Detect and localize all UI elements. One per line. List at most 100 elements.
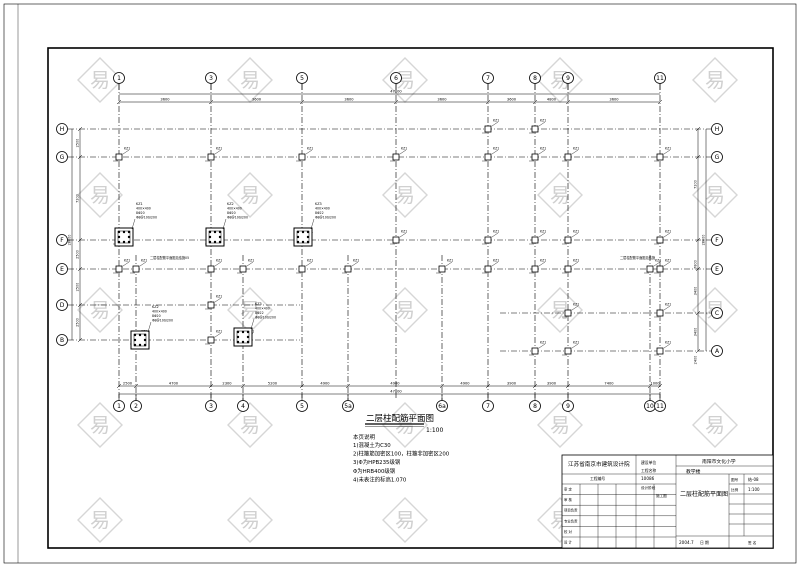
rebar-dot	[213, 230, 217, 234]
watermark-tile: 易	[227, 497, 273, 543]
section-outline	[205, 227, 225, 247]
rebar-dot	[133, 338, 137, 342]
tb-phase-label: 设计阶段	[641, 485, 656, 490]
axis-bubble-top: 1	[113, 72, 125, 84]
dim-tick	[77, 126, 83, 132]
axis-bubble-left: E	[56, 263, 68, 275]
rebar-dot	[306, 230, 310, 234]
column-square	[132, 265, 140, 273]
column-square	[298, 265, 306, 273]
column: KZ1	[562, 230, 579, 245]
dim-text-top: 4800	[547, 98, 557, 102]
column-label: KZ1	[540, 259, 546, 263]
dim-text-right: 3400	[694, 328, 698, 337]
watermark-diamond	[382, 287, 428, 333]
watermark-tile: 易	[692, 402, 738, 448]
watermark-tile: 易	[382, 497, 428, 543]
column-label: KZ1	[540, 230, 546, 234]
column: KZ1	[482, 147, 499, 162]
rebar-dot	[143, 343, 147, 347]
tb-row-label: 项目负责	[564, 508, 578, 513]
axis-bubble-bottom: 2	[130, 400, 142, 412]
bubble-label: 3	[209, 403, 213, 410]
column: KZ1	[482, 259, 499, 274]
dim-text-right: 2400	[694, 356, 698, 365]
tb-ratio-label: 比例	[731, 487, 739, 492]
axis-bubble-left: G	[56, 151, 68, 163]
column: KZ1	[562, 259, 579, 274]
axis-bubble-top: 9	[562, 72, 574, 84]
axis-bubble-bottom: 7	[482, 400, 494, 412]
axis-bubble-bottom: 4	[237, 400, 249, 412]
column-square	[564, 265, 572, 273]
column: KZ1	[529, 341, 546, 356]
watermark-text: 易	[90, 183, 110, 207]
watermark-tile: 易	[692, 57, 738, 103]
axis-bubble-bottom: 3	[205, 400, 217, 412]
section-main-bars: 8Φ20	[136, 211, 145, 215]
dim-text-left: 2500	[76, 250, 80, 259]
column-leader	[491, 261, 499, 267]
column: KZ1	[113, 259, 130, 274]
bubble-circle	[562, 72, 574, 84]
watermark-text: 易	[705, 68, 725, 92]
column-square	[207, 265, 215, 273]
outer-frame	[3, 3, 797, 564]
watermark-tile: 易	[382, 172, 428, 218]
watermark-diamond	[227, 172, 273, 218]
rebar-dot	[208, 230, 212, 234]
section-outline	[114, 227, 134, 247]
tb-sign-label: 签 名	[748, 540, 757, 545]
section-outline	[293, 227, 313, 247]
tb-row-label: 审 核	[564, 497, 572, 502]
axis-bubble-right: C	[711, 307, 723, 319]
watermark-diamond	[77, 172, 123, 218]
bubble-circle	[711, 307, 723, 319]
bubble-circle	[205, 72, 217, 84]
column-square	[115, 265, 123, 273]
axis-bubble-top: 6	[390, 72, 402, 84]
axis-bubble-bottom: 1	[113, 400, 125, 412]
watermark-diamond	[382, 172, 428, 218]
dim-tick	[116, 99, 122, 105]
dim-text-right: 7200	[694, 180, 698, 189]
rebar-dot	[127, 230, 131, 234]
section-name: KZ3	[255, 302, 262, 306]
axis-bubble-right: E	[711, 263, 723, 275]
rebar-dot	[133, 333, 137, 337]
watermark-diamond	[382, 497, 428, 543]
column: KZ1	[482, 230, 499, 245]
column: KZ1	[436, 259, 453, 274]
column-square	[484, 236, 492, 244]
section-name: KZ1	[136, 202, 143, 206]
rebar-dot	[236, 330, 240, 334]
column-label: KZ1	[573, 147, 579, 151]
rebar-dot	[236, 335, 240, 339]
title-and-notes: 二层柱配筋平面图 1:100 本页说明 1)混凝土为C302)柱箍筋加密区100…	[353, 413, 450, 483]
rebar-dot	[208, 240, 212, 244]
column-square	[298, 153, 306, 161]
column-square	[484, 125, 492, 133]
section-leader	[222, 218, 227, 230]
column-label: KZ1	[216, 330, 222, 334]
dim-text-top-total: 47000	[390, 90, 402, 94]
tb-project-label: 建设单位	[641, 460, 656, 465]
dim-tick	[299, 383, 305, 389]
tb-number-label: 工程编号	[590, 476, 605, 481]
rebar-dot	[143, 333, 147, 337]
watermark-tile: 易	[77, 497, 123, 543]
tb-phase: 施工图	[656, 493, 667, 498]
bubble-circle	[654, 72, 666, 84]
column-label: KZ1	[401, 230, 407, 234]
column-square	[564, 236, 572, 244]
dim-tick	[77, 337, 83, 343]
column-label: KZ1	[665, 341, 671, 345]
column-leader	[538, 121, 546, 127]
column-square	[484, 265, 492, 273]
dim-text-right: 3400	[694, 287, 698, 296]
section-size: 400×400	[136, 207, 151, 211]
bubble-label: 9	[566, 75, 570, 82]
title-block-frame	[561, 454, 774, 549]
watermark-diamond	[692, 172, 738, 218]
